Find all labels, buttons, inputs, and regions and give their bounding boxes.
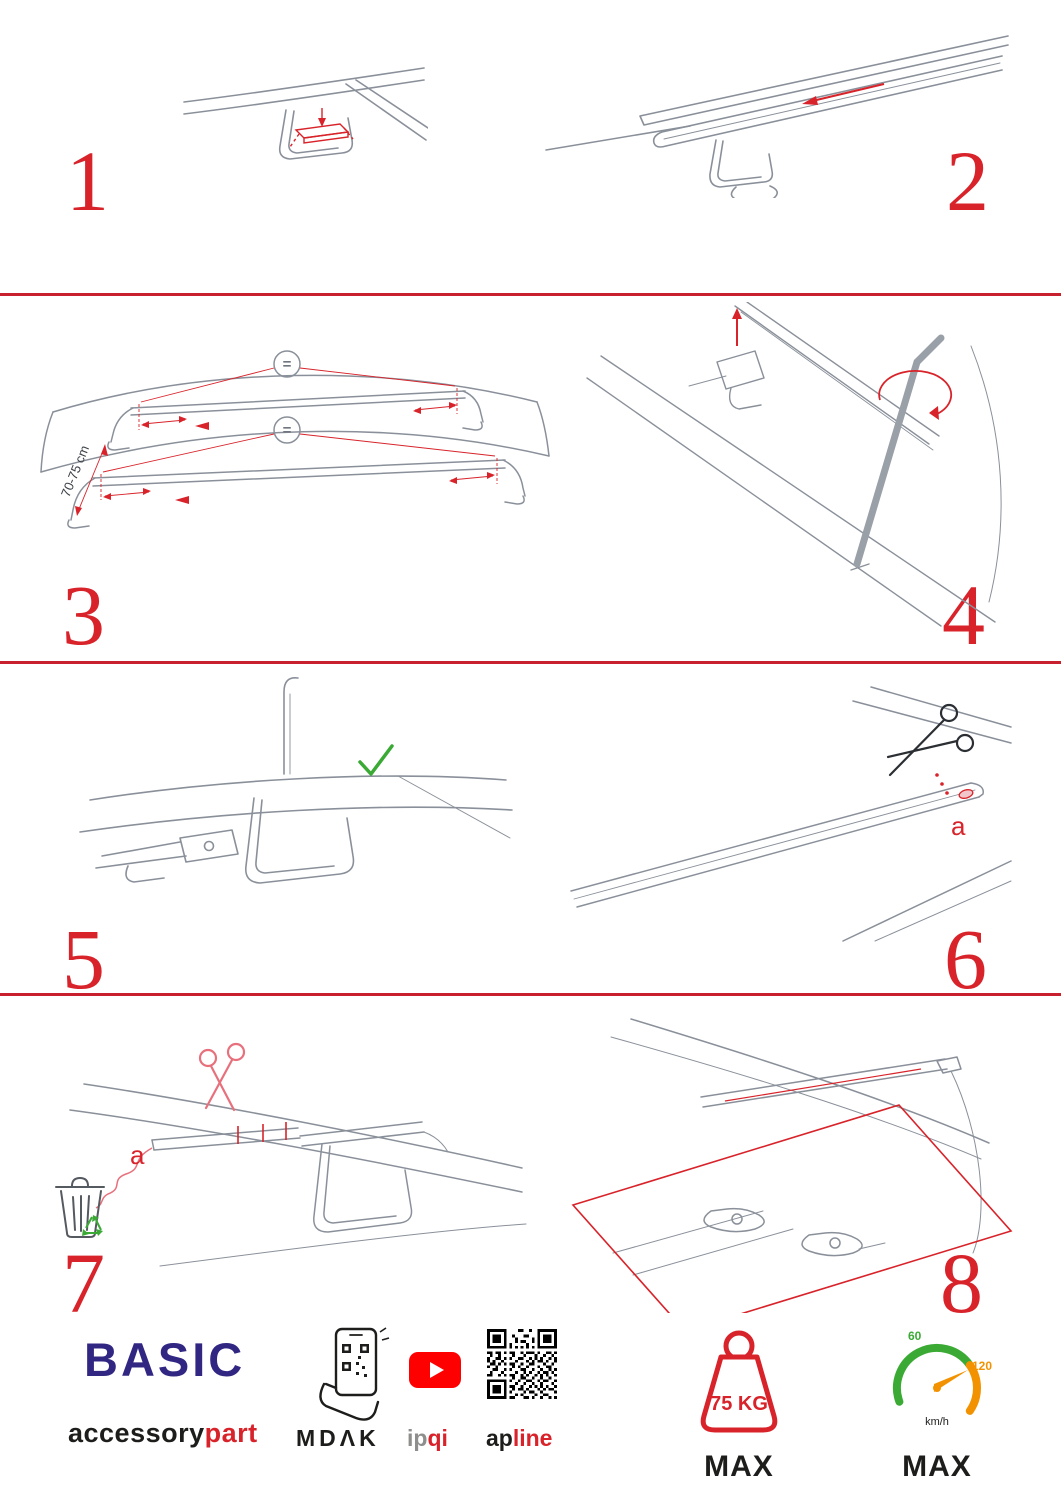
step-number-8: 8	[940, 1235, 983, 1331]
step8-illustration	[571, 1018, 1013, 1313]
step-number-1: 1	[66, 133, 109, 229]
slide-arrow-icon	[807, 83, 885, 103]
brand-logo-basic: BASIC	[84, 1333, 246, 1386]
section-divider	[0, 293, 1061, 296]
slide-arrow-head	[802, 96, 818, 105]
brand-word-accessory: accessory	[68, 1418, 205, 1448]
step-number-3: 3	[62, 567, 105, 663]
scan-qr-phone-icon	[319, 1327, 390, 1421]
logo-word-qi: qi	[427, 1425, 448, 1451]
equal-spacing-badge: =	[283, 422, 292, 439]
part-a-label: a	[951, 811, 966, 841]
weight-max-label: MAX	[704, 1450, 774, 1483]
qr-code-icon	[487, 1329, 557, 1399]
section-divider	[0, 993, 1061, 996]
alignment-frame	[571, 1068, 1013, 1313]
equal-spacing-badge: =	[283, 356, 292, 373]
scissors-icon	[886, 703, 975, 777]
speed-unit-label: km/h	[925, 1416, 949, 1428]
step3-illustration: 70-75 cm = =	[40, 350, 550, 529]
partner-logo-apline: apline	[486, 1425, 552, 1452]
speed-low-label: 60	[908, 1329, 922, 1343]
step-number-6: 6	[944, 911, 987, 1007]
step-number-7: 7	[62, 1235, 105, 1331]
allen-key-icon	[853, 334, 945, 568]
step6-illustration: a	[570, 686, 1012, 942]
step4-illustration	[586, 302, 1002, 627]
weight-limit-icon: 75 KG	[700, 1330, 778, 1433]
partner-logo-mdak: MDΛK	[296, 1425, 380, 1451]
logo-word-ip: ip	[407, 1425, 428, 1451]
rubber-pad-highlight	[289, 108, 354, 148]
scissors-icon	[198, 1042, 246, 1112]
speedometer-needle	[934, 1370, 968, 1392]
step2-illustration	[545, 35, 1009, 198]
part-a-label: a	[130, 1140, 145, 1170]
logo-word-ap: ap	[486, 1425, 513, 1451]
logo-word-line: line	[512, 1425, 553, 1451]
speed-high-label: 120	[972, 1359, 992, 1373]
speed-max-label: MAX	[902, 1450, 972, 1483]
section-divider	[0, 661, 1061, 664]
cut-marks	[237, 1122, 287, 1144]
partner-logo-ipqi: ipqi	[407, 1425, 448, 1452]
brand-logo-accessorypart: accessorypart	[68, 1418, 258, 1449]
end-cap-highlight	[958, 789, 974, 799]
dimension-arrowheads	[75, 402, 495, 516]
step-number-4: 4	[942, 567, 985, 663]
step1-illustration	[183, 67, 428, 160]
weight-value-label: 75 KG	[710, 1393, 768, 1415]
discard-strap-line	[95, 1147, 153, 1209]
tighten-annotations	[732, 308, 953, 420]
brand-word-part: part	[204, 1418, 258, 1448]
step-number-5: 5	[62, 911, 105, 1007]
step-number-2: 2	[946, 133, 989, 229]
step7-illustration: a	[55, 1042, 527, 1267]
speed-limit-icon: 60 120 km/h	[892, 1329, 992, 1428]
insert-arrow-icon	[318, 118, 326, 127]
checkmark-icon	[358, 744, 394, 776]
youtube-icon	[409, 1352, 461, 1388]
step5-illustration	[79, 676, 513, 884]
cut-dots	[935, 773, 949, 795]
dimension-lines	[76, 367, 498, 515]
recycle-icon	[82, 1215, 103, 1236]
